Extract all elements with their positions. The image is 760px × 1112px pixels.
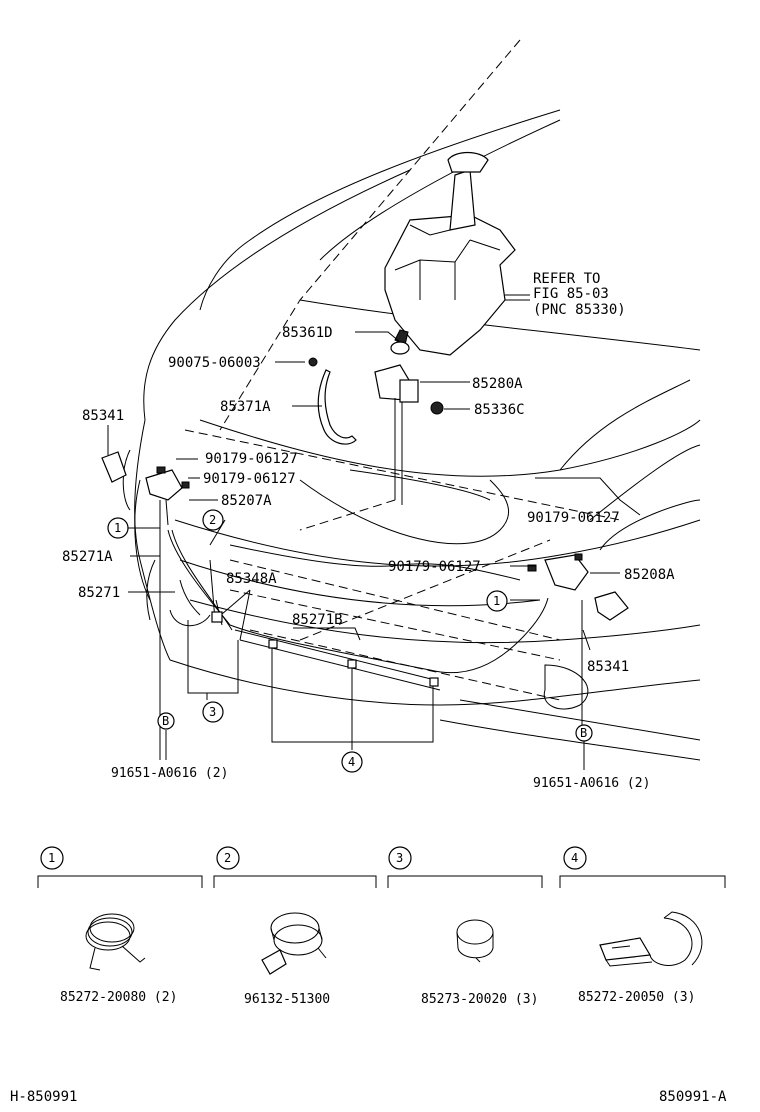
label-85208A: 85208A [624, 567, 675, 583]
legend-1-part: 85272-20080 (2) [60, 990, 177, 1005]
drawing-code: H-850991 [10, 1089, 77, 1105]
note-line-1: REFER TO [533, 271, 600, 287]
reference-markers: 1 2 3 4 1 B B [107, 509, 593, 773]
note-line-3: (PNC 85330) [533, 302, 626, 318]
washer-reservoir [384, 151, 530, 356]
car-body-outline [122, 39, 701, 761]
marker-4: 4 [348, 755, 355, 769]
leader-lines [107, 331, 641, 770]
label-85361D: 85361D [282, 325, 333, 341]
marker-b-right: B [580, 726, 587, 740]
legend-3-number: 3 [396, 851, 403, 865]
label-85341-left: 85341 [82, 408, 124, 424]
clamp-2-icon [261, 912, 327, 975]
clamp-legend: 1 85272-20080 (2) 2 96132-51300 3 [37, 846, 726, 1007]
marker-1-right: 1 [493, 594, 500, 608]
right-nozzle [527, 553, 629, 730]
label-91651-left: 91651-A0616 (2) [111, 766, 228, 781]
label-85341-right: 85341 [587, 659, 629, 675]
label-85348A: 85348A [226, 571, 277, 587]
label-90075-06003: 90075-06003 [168, 355, 261, 371]
label-90179-c: 90179-06127 [527, 510, 620, 526]
legend-2-number: 2 [224, 851, 231, 865]
label-85271A: 85271A [62, 549, 113, 565]
clamp-3-icon [456, 919, 494, 963]
legend-2-part: 96132-51300 [244, 992, 330, 1007]
legend-4-number: 4 [571, 851, 578, 865]
marker-1-left: 1 [114, 521, 121, 535]
legend-3-part: 85273-20020 (3) [421, 992, 538, 1007]
figure-code: 850991-A [659, 1089, 727, 1105]
clamp-4-icon [599, 911, 703, 967]
label-90179-b: 90179-06127 [203, 471, 296, 487]
label-85371A: 85371A [220, 399, 271, 415]
marker-b-left: B [162, 714, 169, 728]
clamp-1-icon [85, 913, 146, 971]
left-nozzle [101, 451, 190, 760]
label-90179-a: 90179-06127 [205, 451, 298, 467]
pump-assembly [299, 329, 444, 531]
hoses [167, 529, 549, 691]
label-90179-d: 90179-06127 [388, 559, 481, 575]
callout-labels: REFER TO FIG 85-03 (PNC 85330) 85361D 90… [62, 271, 675, 791]
legend-1-number: 1 [48, 851, 55, 865]
marker-3: 3 [209, 705, 216, 719]
label-85336C: 85336C [474, 402, 525, 418]
label-85271B: 85271B [292, 612, 343, 628]
note-line-2: FIG 85-03 [533, 286, 609, 302]
legend-4-part: 85272-20050 (3) [578, 990, 695, 1005]
label-85280A: 85280A [472, 376, 523, 392]
label-85271: 85271 [78, 585, 120, 601]
marker-2: 2 [209, 513, 216, 527]
label-85207A: 85207A [221, 493, 272, 509]
label-91651-right: 91651-A0616 (2) [533, 776, 650, 791]
